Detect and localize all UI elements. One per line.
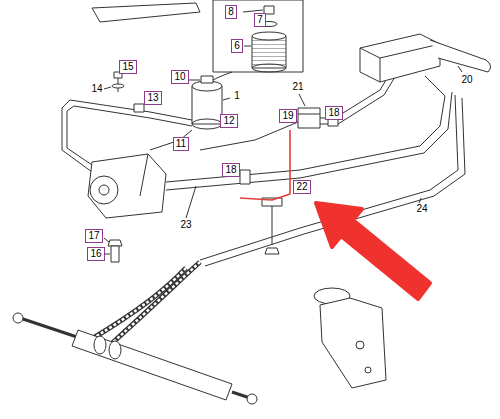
callout-box: 7 (254, 13, 266, 27)
callout-number: 14 (91, 83, 102, 95)
callout-label: 14 (90, 83, 103, 95)
callout-number: 18 (328, 107, 339, 119)
callout-number: 8 (228, 6, 234, 18)
control-lever (430, 40, 491, 72)
callout-label: 21 (291, 81, 304, 93)
callout-number: 20 (461, 74, 472, 86)
callout-label: 23 (179, 219, 192, 231)
callout-number: 16 (90, 248, 101, 260)
callout-box: 10 (171, 70, 188, 84)
pump (88, 154, 166, 218)
callout-number: 18 (225, 164, 236, 176)
steering-cylinder (72, 330, 232, 400)
callout-box: 13 (144, 91, 161, 105)
callout-box: 8 (225, 5, 237, 19)
callout-number: 23 (180, 219, 191, 231)
callout-number: 6 (234, 40, 240, 52)
reservoir (192, 86, 222, 124)
callout-box: 19 (279, 109, 296, 123)
callout-number: 11 (176, 138, 186, 150)
lower-bracket (320, 298, 386, 388)
callout-box: 12 (220, 114, 237, 128)
control-valve (360, 34, 440, 82)
callout-number: 19 (282, 110, 293, 122)
callout-box: 6 (231, 39, 243, 53)
callout-label: 20 (460, 74, 473, 86)
callout-number: 17 (88, 230, 99, 242)
callout-label: 24 (415, 203, 428, 215)
callout-number: 13 (147, 92, 158, 104)
callout-box: 11 (173, 137, 189, 151)
red-arrow (316, 203, 430, 299)
callout-number: 15 (122, 61, 133, 73)
callout-box: 17 (85, 229, 102, 243)
callout-box: 18 (222, 163, 239, 177)
callout-number: 24 (416, 203, 427, 215)
callout-number: 12 (223, 115, 234, 127)
highlighted-pipe (240, 130, 290, 200)
valve-block (298, 108, 320, 128)
callout-number: 7 (257, 14, 263, 26)
callout-box: 22 (293, 180, 310, 194)
callout-label: 1 (233, 90, 241, 102)
filter-inset (213, 0, 303, 72)
callout-number: 10 (174, 71, 185, 83)
callout-box: 18 (325, 106, 342, 120)
callout-box: 16 (87, 247, 104, 261)
callout-number: 1 (234, 90, 240, 102)
filter-element (252, 36, 286, 68)
callout-number: 21 (292, 81, 303, 93)
callout-number: 22 (296, 181, 307, 193)
callout-box: 15 (119, 60, 136, 74)
mount-bracket (92, 3, 200, 22)
